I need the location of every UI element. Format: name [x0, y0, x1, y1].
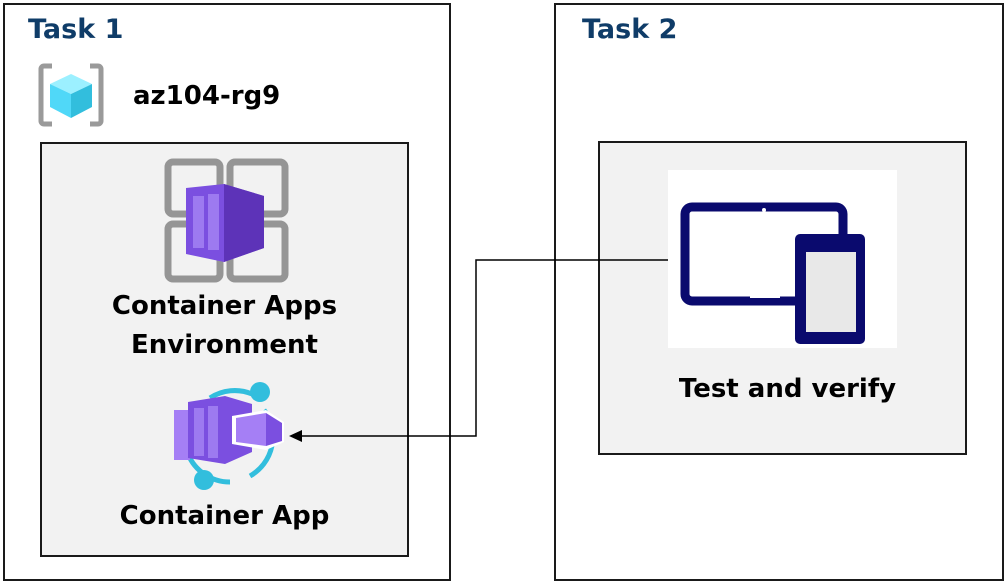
resource-group-icon — [38, 63, 104, 127]
container-apps-environment-icon — [164, 158, 289, 283]
environment-label-line2: Environment — [131, 330, 318, 360]
container-app-label: Container App — [119, 501, 330, 531]
task2-box — [554, 3, 1004, 581]
task1-title: Task 1 — [28, 14, 124, 45]
task2-title: Task 2 — [582, 14, 678, 45]
environment-label-line1: Container Apps — [111, 291, 338, 321]
test-verify-label: Test and verify — [678, 374, 897, 404]
resource-group-name: az104-rg9 — [133, 81, 281, 111]
task1-inner-panel — [40, 142, 409, 557]
devices-icon — [680, 202, 865, 344]
container-app-icon — [174, 382, 284, 490]
task1-box — [3, 3, 451, 581]
